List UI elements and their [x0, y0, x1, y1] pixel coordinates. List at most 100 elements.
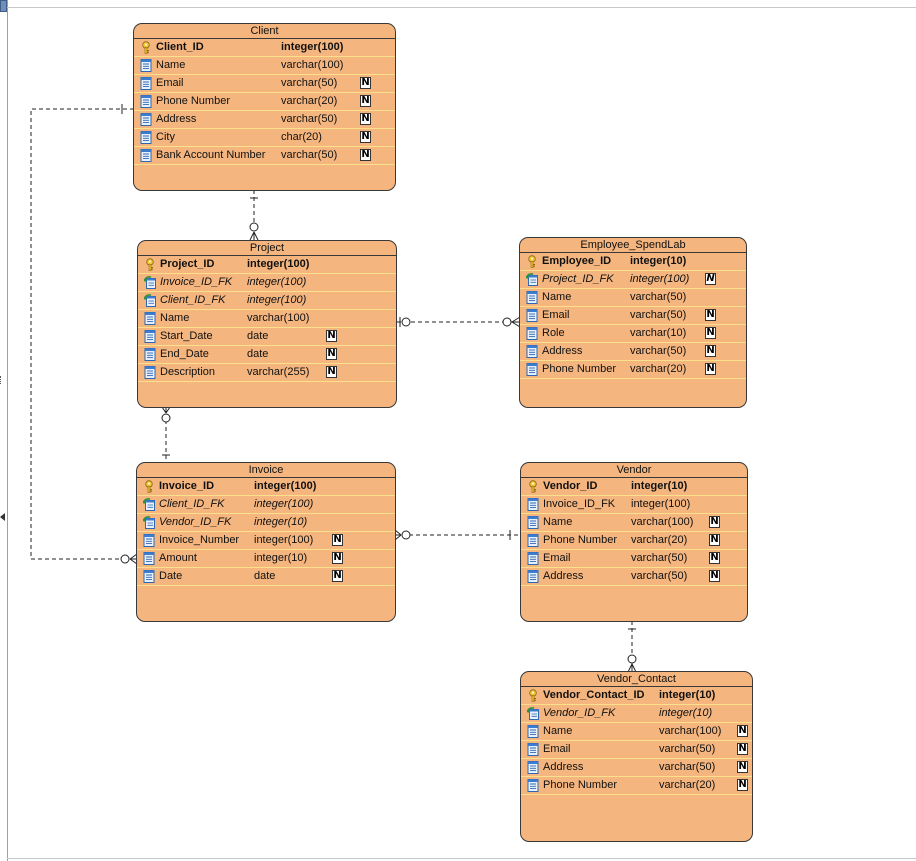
column-icon [144, 348, 156, 361]
column-type: varchar(50) [630, 291, 687, 303]
entity-title: Client [134, 24, 395, 39]
column-name: Name [543, 725, 573, 737]
resize-handle[interactable] [0, 0, 7, 12]
column-name: Invoice_ID_FK [160, 276, 233, 288]
column-icon [527, 743, 539, 756]
relationship-vendor-invoice[interactable] [394, 529, 521, 541]
foreign-key-icon [142, 516, 155, 529]
relationship-vendor-vendor-contact[interactable] [627, 621, 637, 673]
column-type: integer(100) [631, 498, 691, 510]
canvas-top-edge [7, 7, 916, 8]
column-type: integer(100) [254, 480, 317, 492]
column-name: Invoice_ID [159, 480, 215, 492]
column-row[interactable]: Invoice_ID integer(100) [137, 478, 395, 496]
nullable-icon: N [326, 330, 337, 342]
nullable-icon: N [737, 725, 748, 737]
column-type: varchar(100) [247, 312, 310, 324]
column-type: date [254, 570, 276, 582]
nullable-icon: N [709, 534, 720, 546]
column-type: varchar(50) [281, 77, 338, 89]
column-type: varchar(100) [631, 516, 694, 528]
column-name: Email [156, 77, 184, 89]
key-icon [140, 41, 152, 54]
nullable-icon: N [332, 534, 343, 546]
column-type: integer(100) [281, 41, 344, 53]
canvas-bottom-edge [7, 858, 916, 859]
canvas-left-edge [7, 0, 8, 861]
relationship-project-employee[interactable] [397, 316, 521, 328]
column-name: Address [542, 345, 583, 357]
column-type: varchar(100) [281, 59, 344, 71]
column-icon [144, 330, 156, 343]
column-name: Address [156, 113, 197, 125]
column-icon [144, 366, 156, 379]
column-icon [140, 149, 152, 162]
column-row[interactable]: Client_ID integer(100) [134, 39, 395, 57]
column-name: Project_ID_FK [542, 273, 614, 285]
column-name: Start_Date [160, 330, 213, 342]
relationship-client-invoice[interactable] [30, 104, 138, 565]
column-icon [526, 291, 538, 304]
key-icon [527, 689, 539, 702]
collapse-arrow-icon[interactable] [0, 513, 5, 521]
column-name: Project_ID [160, 258, 215, 270]
nullable-icon: N [737, 743, 748, 755]
column-icon [526, 327, 538, 340]
relationship-invoice-project[interactable] [161, 406, 171, 463]
column-type: varchar(10) [630, 327, 687, 339]
column-icon [527, 516, 539, 529]
column-name: Client_ID [156, 41, 204, 53]
column-name: Bank Account Number [156, 149, 266, 161]
nullable-icon: N [705, 327, 716, 339]
column-name: Name [543, 516, 573, 528]
key-icon [144, 258, 156, 271]
relationship-client-project[interactable] [249, 190, 259, 241]
column-name: Vendor_Contact_ID [543, 689, 645, 701]
